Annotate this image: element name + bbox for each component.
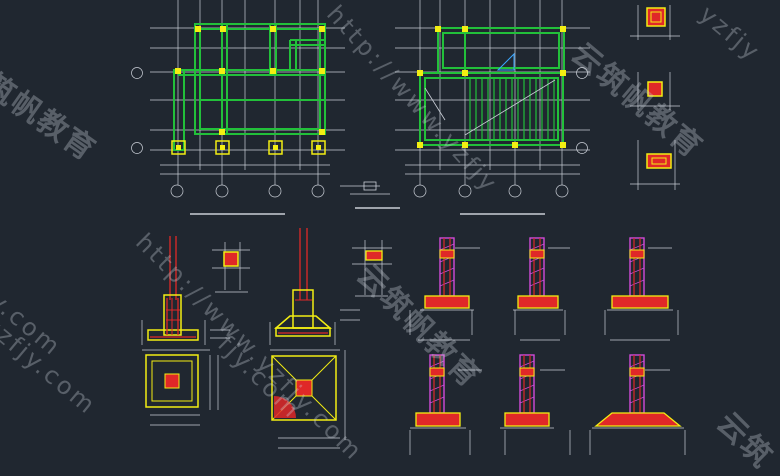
column-sections-right <box>630 5 680 190</box>
stair-flight <box>424 52 556 140</box>
beams-middle <box>419 27 565 146</box>
columns-left <box>175 26 325 135</box>
cad-drawing-canvas <box>131 0 686 455</box>
wall-foundation-details <box>409 237 686 455</box>
beams-left <box>173 23 326 151</box>
column-detail-mid <box>352 240 392 297</box>
column-detail-small <box>212 242 250 293</box>
columns-middle <box>417 26 566 148</box>
footings-left <box>171 140 326 155</box>
section-symbol <box>340 181 400 209</box>
footing-detail-2 <box>269 228 360 449</box>
footing-detail-1 <box>141 236 230 426</box>
